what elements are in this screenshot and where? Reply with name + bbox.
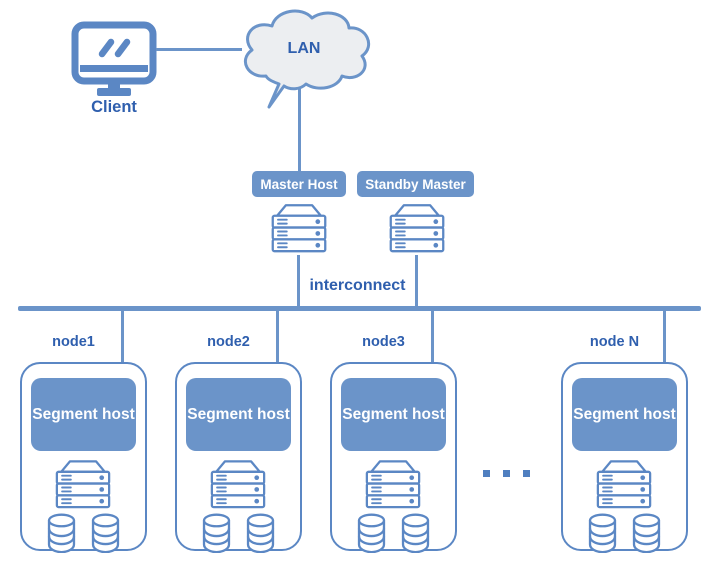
- master-host-label: Master Host: [260, 176, 338, 192]
- bus-node3-connector: [431, 311, 434, 363]
- segment-host-label: Segment host: [342, 405, 445, 423]
- segment-host-badge: Segment host: [572, 378, 677, 451]
- database-row: [332, 512, 455, 553]
- segment-host-label: Segment host: [573, 405, 676, 423]
- client-lan-connector: [156, 48, 242, 51]
- database-icon: [200, 512, 233, 553]
- database-icon: [89, 512, 122, 553]
- standby-master-badge: Standby Master: [357, 171, 474, 197]
- node-3: node3 Segment host: [330, 334, 457, 554]
- standby-master-label: Standby Master: [365, 176, 466, 192]
- bus-node1-connector: [121, 311, 124, 363]
- database-icon: [586, 512, 619, 553]
- node-box: Segment host: [561, 362, 688, 551]
- database-icon: [355, 512, 388, 553]
- server-icon: [355, 457, 431, 511]
- segment-host-label: Segment host: [32, 405, 135, 423]
- lan-master-connector: [298, 88, 301, 172]
- ellipsis-icon: [483, 470, 530, 477]
- database-row: [563, 512, 686, 553]
- database-icon: [399, 512, 432, 553]
- segment-host-badge: Segment host: [31, 378, 136, 451]
- node-1: node1 Segment host: [20, 334, 147, 554]
- standby-server-icon: [382, 199, 452, 257]
- database-icon: [630, 512, 663, 553]
- node-label: node2: [207, 334, 250, 350]
- database-icon: [244, 512, 277, 553]
- client-label: Client: [91, 98, 137, 116]
- lan-label: LAN: [287, 40, 321, 57]
- interconnect-label: interconnect: [309, 277, 406, 294]
- client-monitor-icon: [71, 21, 157, 96]
- node-label: node3: [362, 334, 405, 350]
- interconnect-bus: [18, 306, 701, 311]
- segment-host-badge: Segment host: [341, 378, 446, 451]
- database-row: [22, 512, 145, 553]
- node-label: node N: [589, 334, 640, 350]
- master-host-badge: Master Host: [252, 171, 346, 197]
- lan-cloud: LAN: [236, 8, 372, 114]
- node-n: node N Segment host: [561, 334, 688, 554]
- database-icon: [45, 512, 78, 553]
- node-label: node1: [52, 334, 95, 350]
- ellipsis-dot: [483, 470, 490, 477]
- node-box: Segment host: [175, 362, 302, 551]
- master-bus-connector: [297, 255, 300, 306]
- master-server-icon: [264, 199, 334, 257]
- ellipsis-dot: [523, 470, 530, 477]
- bus-nodeN-connector: [663, 311, 666, 363]
- server-icon: [200, 457, 276, 511]
- node-box: Segment host: [330, 362, 457, 551]
- segment-host-label: Segment host: [187, 405, 290, 423]
- node-box: Segment host: [20, 362, 147, 551]
- segment-host-badge: Segment host: [186, 378, 291, 451]
- server-icon: [586, 457, 662, 511]
- node-2: node2 Segment host: [175, 334, 302, 554]
- standby-bus-connector: [415, 255, 418, 306]
- ellipsis-dot: [503, 470, 510, 477]
- cloud-icon: [244, 9, 371, 109]
- database-row: [177, 512, 300, 553]
- server-icon: [45, 457, 121, 511]
- bus-node2-connector: [276, 311, 279, 363]
